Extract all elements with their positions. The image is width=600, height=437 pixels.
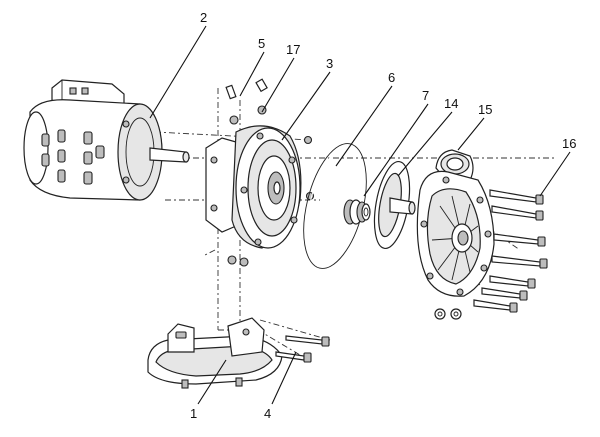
callout-labels: 2 5 17 3 6 7 14 15 16 1 4: [190, 10, 576, 421]
leader-lines: [149, 25, 571, 405]
base: [147, 317, 283, 389]
callout-16: 16: [562, 136, 576, 151]
callout-4: 4: [264, 406, 271, 421]
callout-6: 6: [388, 70, 395, 85]
seal-plate: [205, 125, 302, 249]
pump-housing: [416, 149, 495, 297]
callout-7: 7: [422, 88, 429, 103]
drain-washers: [434, 308, 462, 320]
motor: [23, 79, 190, 201]
callout-2: 2: [200, 10, 207, 25]
callout-14: 14: [444, 96, 458, 111]
housing-bolts: [473, 189, 548, 313]
callout-15: 15: [478, 102, 492, 117]
callout-3: 3: [326, 56, 333, 71]
callout-5: 5: [258, 36, 265, 51]
base-bolts: [275, 335, 330, 363]
shaft-seal: [343, 199, 371, 225]
motor-vents: [41, 129, 105, 185]
bracket-screws: [225, 78, 315, 267]
callout-1: 1: [190, 406, 197, 421]
callout-17: 17: [286, 42, 300, 57]
impeller: [373, 160, 416, 250]
